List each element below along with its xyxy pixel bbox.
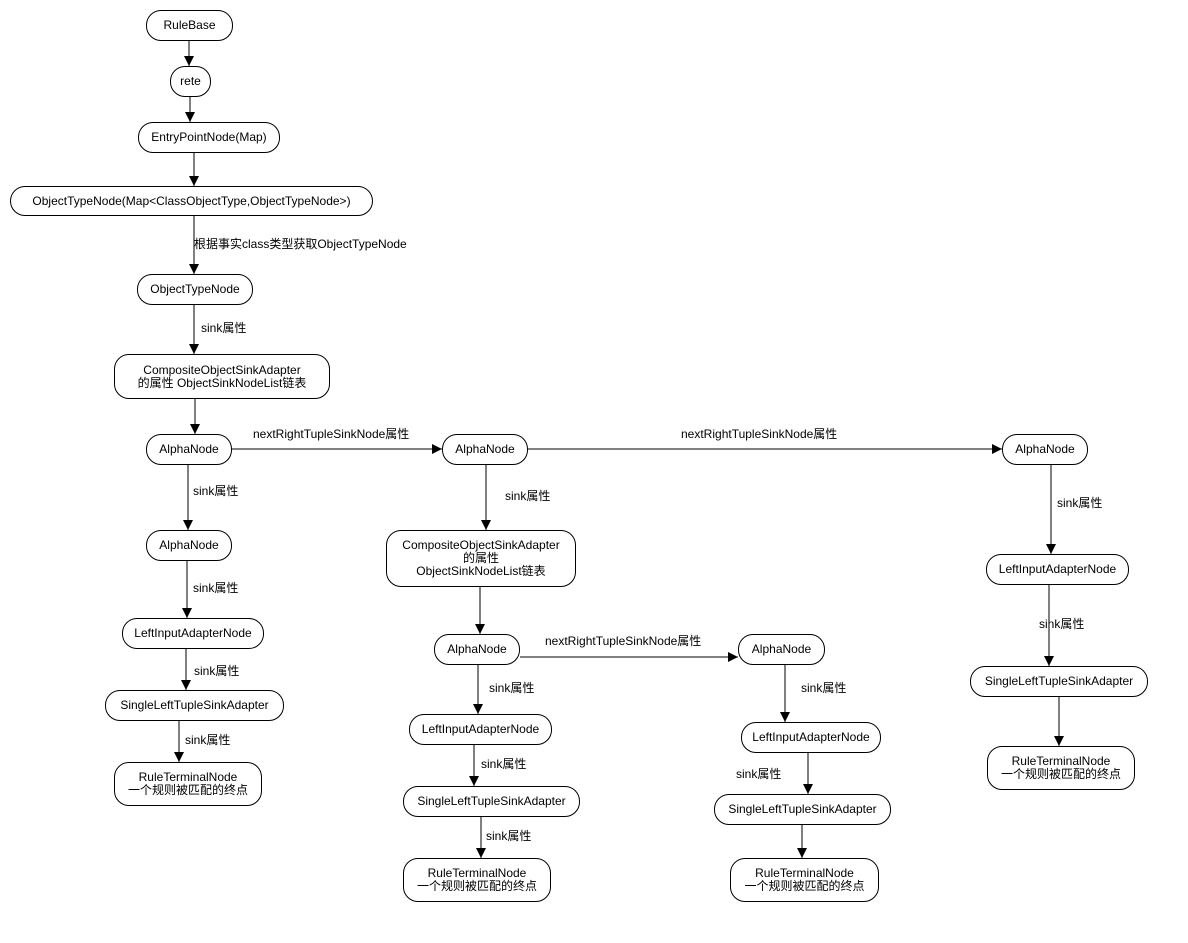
node-c3-lian: LeftInputAdapterNode bbox=[741, 722, 881, 753]
node-label-line: SingleLeftTupleSinkAdapter bbox=[728, 802, 877, 816]
edge-label: sink属性 bbox=[193, 581, 239, 595]
node-label-line: LeftInputAdapterNode bbox=[998, 562, 1117, 576]
edge-label: sink属性 bbox=[185, 733, 231, 747]
node-label-line: ObjectTypeNode(Map<ClassObjectType,Objec… bbox=[32, 193, 351, 208]
node-label-line: 的属性 ObjectSinkNodeList链表 bbox=[137, 375, 307, 390]
node-c1-alpha: AlphaNode bbox=[146, 530, 232, 561]
node-c1-sltsa: SingleLeftTupleSinkAdapter bbox=[105, 690, 284, 721]
node-label-line: RuleTerminalNode bbox=[427, 866, 527, 880]
edge-label: sink属性 bbox=[801, 681, 847, 695]
node-alpha3: AlphaNode bbox=[1002, 434, 1088, 465]
node-label-line: ObjectSinkNodeList链表 bbox=[416, 564, 546, 578]
node-entry: EntryPointNode(Map) bbox=[138, 122, 280, 153]
edge-label: 根据事实class类型获取ObjectTypeNode bbox=[194, 237, 407, 251]
node-label-line: SingleLeftTupleSinkAdapter bbox=[984, 674, 1134, 688]
edge-label: sink属性 bbox=[736, 767, 782, 781]
node-c4-sltsa: SingleLeftTupleSinkAdapter bbox=[970, 666, 1148, 697]
edge-label: nextRightTupleSinkNode属性 bbox=[681, 427, 838, 441]
node-label-line: AlphaNode bbox=[447, 642, 507, 656]
node-label-line: RuleTerminalNode bbox=[138, 770, 238, 784]
node-label-line: ObjectTypeNode bbox=[150, 282, 240, 296]
edge-label: sink属性 bbox=[481, 757, 527, 771]
edge-label: sink属性 bbox=[1057, 496, 1103, 510]
node-label-line: SingleLeftTupleSinkAdapter bbox=[417, 794, 566, 808]
node-label-line: 一个规则被匹配的终点 bbox=[744, 879, 865, 893]
node-label-line: EntryPointNode(Map) bbox=[151, 130, 267, 144]
edge-label: sink属性 bbox=[193, 484, 239, 498]
node-label-line: RuleTerminalNode bbox=[755, 866, 854, 880]
node-label-line: RuleTerminalNode bbox=[1011, 754, 1111, 768]
edge-label: sink属性 bbox=[201, 321, 247, 335]
edge-label: sink属性 bbox=[1039, 617, 1085, 631]
node-rulebase: RuleBase bbox=[146, 10, 233, 41]
edge-label: sink属性 bbox=[194, 664, 240, 678]
edge-label: sink属性 bbox=[489, 681, 535, 695]
edge-label: nextRightTupleSinkNode属性 bbox=[253, 427, 410, 441]
node-label-line: AlphaNode bbox=[455, 442, 515, 456]
node-c2-alpha: AlphaNode bbox=[434, 634, 520, 665]
node-label-line: 一个规则被匹配的终点 bbox=[416, 879, 537, 893]
node-c2-sltsa: SingleLeftTupleSinkAdapter bbox=[403, 786, 580, 817]
edge-label: sink属性 bbox=[505, 489, 551, 503]
node-label-line: SingleLeftTupleSinkAdapter bbox=[120, 698, 269, 712]
node-label-line: LeftInputAdapterNode bbox=[421, 722, 540, 736]
node-label-line: AlphaNode bbox=[751, 642, 812, 656]
node-label-line: AlphaNode bbox=[159, 442, 219, 456]
node-alpha1: AlphaNode bbox=[146, 434, 232, 465]
node-alpha2: AlphaNode bbox=[442, 434, 528, 465]
node-c2-lian: LeftInputAdapterNode bbox=[409, 714, 552, 745]
node-otnmap: ObjectTypeNode(Map<ClassObjectType,Objec… bbox=[10, 186, 373, 216]
node-label-line: LeftInputAdapterNode bbox=[752, 730, 870, 744]
node-c3-sltsa: SingleLeftTupleSinkAdapter bbox=[714, 794, 891, 825]
node-label-line: AlphaNode bbox=[159, 538, 219, 552]
edge-label: nextRightTupleSinkNode属性 bbox=[545, 634, 702, 648]
node-label-line: 的属性 bbox=[462, 551, 499, 565]
node-label-line: CompositeObjectSinkAdapter bbox=[402, 538, 560, 552]
node-label-line: 一个规则被匹配的终点 bbox=[127, 783, 248, 797]
edge-label: sink属性 bbox=[486, 829, 532, 843]
node-rete: rete bbox=[170, 66, 211, 97]
node-c3-alpha: AlphaNode bbox=[738, 634, 825, 665]
node-label-line: CompositeObjectSinkAdapter bbox=[143, 362, 301, 377]
node-label-line: rete bbox=[180, 74, 201, 88]
node-label-line: RuleBase bbox=[163, 18, 216, 32]
node-c1-lian: LeftInputAdapterNode bbox=[122, 618, 264, 649]
node-label-line: LeftInputAdapterNode bbox=[134, 626, 252, 640]
node-c4-lian: LeftInputAdapterNode bbox=[986, 554, 1129, 585]
node-label-line: 一个规则被匹配的终点 bbox=[1000, 767, 1121, 781]
node-label-line: AlphaNode bbox=[1015, 442, 1075, 456]
node-otn: ObjectTypeNode bbox=[137, 274, 253, 305]
